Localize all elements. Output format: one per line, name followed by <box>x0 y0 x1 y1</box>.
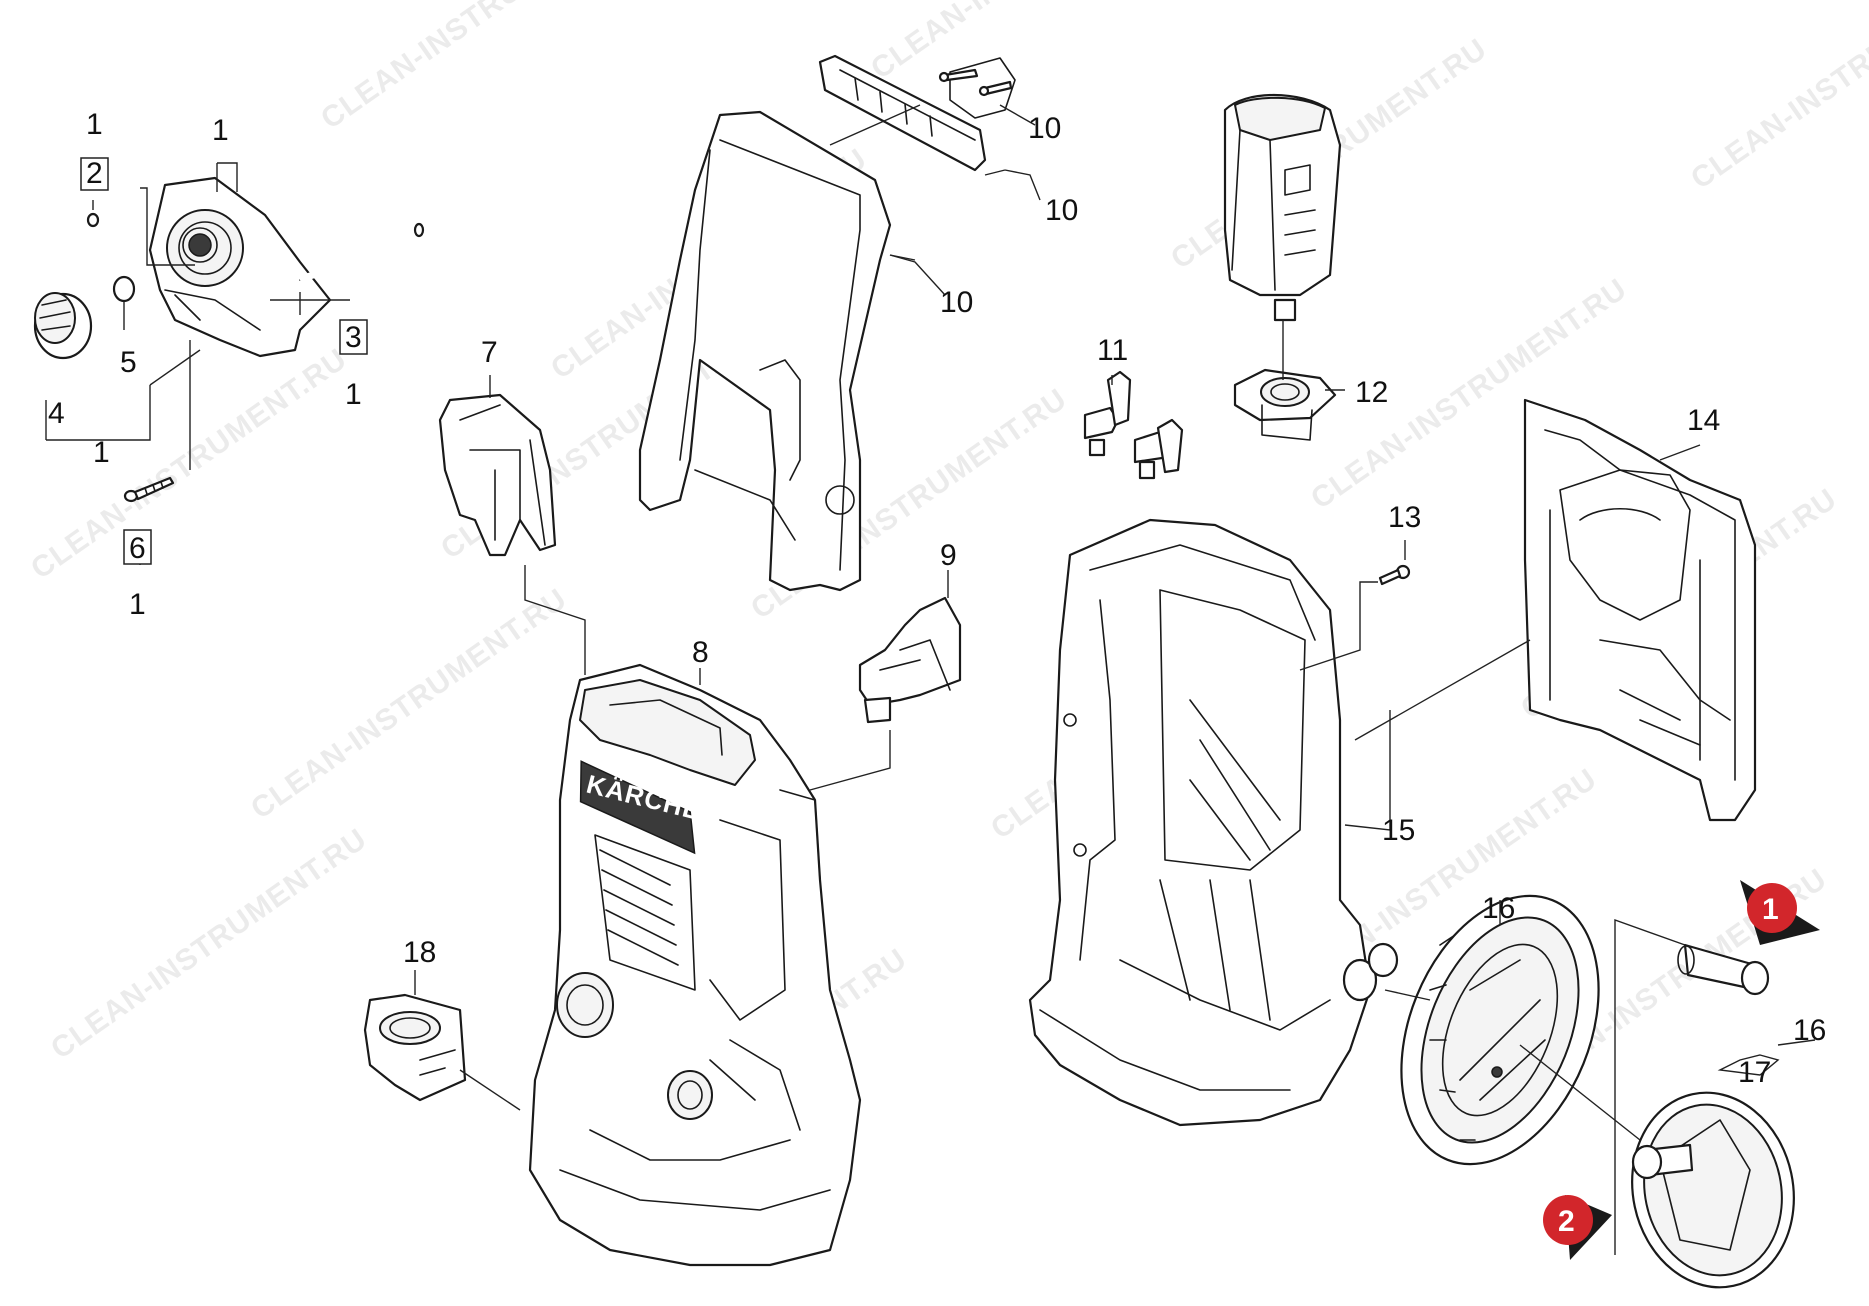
part-18-clip <box>363 993 467 1102</box>
watermark: CLEAN-INSTRUMENT.RU <box>245 582 573 825</box>
watermark: CLEAN-INSTRUMENT.RU <box>45 822 373 1065</box>
watermark: CLEAN-INSTRUMENT.RU <box>25 342 353 585</box>
marker-label: 2 <box>1558 1205 1575 1238</box>
callout-13: 13 <box>1388 501 1421 534</box>
callout-1: 1 <box>129 588 146 621</box>
part-12-tank <box>1223 94 1342 441</box>
callout-16: 16 <box>1482 892 1515 925</box>
callout-numbers: 1 2 1 3 1 4 5 1 6 1 7 8 9 10 10 10 11 12… <box>48 108 1826 1089</box>
callout-8: 8 <box>692 636 709 669</box>
watermark: CLEAN-INSTRUMENT.RU <box>315 0 643 136</box>
marker-label: 1 <box>1762 893 1779 926</box>
callout-6: 6 <box>129 532 146 565</box>
callout-1: 1 <box>345 378 362 411</box>
watermark: CLEAN-INSTRUMENT.RU <box>1685 0 1869 196</box>
callout-11: 11 <box>1097 334 1128 367</box>
callout-1: 1 <box>86 108 103 141</box>
part-10-frame <box>638 54 1016 592</box>
watermark: CLEAN-INSTRUMENT.RU <box>865 0 1193 86</box>
part-16-wheel <box>1400 894 1600 1166</box>
part-1-hose-connector <box>33 176 425 503</box>
callout-18: 18 <box>403 936 436 969</box>
callout-17: 17 <box>1738 1056 1771 1089</box>
part-4-cap <box>33 292 93 360</box>
marker-circle <box>1543 1195 1593 1245</box>
part-11-connectors <box>1083 370 1184 480</box>
callout-16: 16 <box>1793 1014 1826 1047</box>
callout-9: 9 <box>940 539 957 572</box>
part-8-front-housing: KÄRCHER <box>528 663 862 1267</box>
callout-14: 14 <box>1687 404 1720 437</box>
part-10-screws <box>938 57 1016 119</box>
part-14-rear-panel <box>1523 398 1757 822</box>
part-13-screw <box>1378 564 1411 586</box>
part-9-side-piece <box>858 596 962 724</box>
part-6-screw <box>123 476 175 503</box>
callout-10: 10 <box>940 286 973 319</box>
boxed-callouts <box>80 157 368 565</box>
part-5-o-ring <box>112 275 136 303</box>
callout-2: 2 <box>86 157 103 190</box>
marker-2: 2 <box>1543 1195 1612 1260</box>
part-17-hub-cap <box>1631 943 1795 1289</box>
marker-circle <box>1747 883 1797 933</box>
callout-12: 12 <box>1355 376 1388 409</box>
callout-5: 5 <box>120 346 137 379</box>
callout-10: 10 <box>1028 112 1061 145</box>
callout-15: 15 <box>1382 814 1415 847</box>
marker-1: 1 <box>1740 880 1820 945</box>
callout-4: 4 <box>48 397 65 430</box>
callout-1: 1 <box>212 114 229 147</box>
part-15-chassis <box>1028 518 1399 1127</box>
part-7-cover <box>438 393 557 557</box>
callout-1: 1 <box>93 436 110 469</box>
callout-10: 10 <box>1045 194 1078 227</box>
leader-lines <box>45 104 1816 1255</box>
callout-7: 7 <box>481 336 498 369</box>
part-2-seal <box>86 212 100 228</box>
callout-3: 3 <box>345 321 362 354</box>
